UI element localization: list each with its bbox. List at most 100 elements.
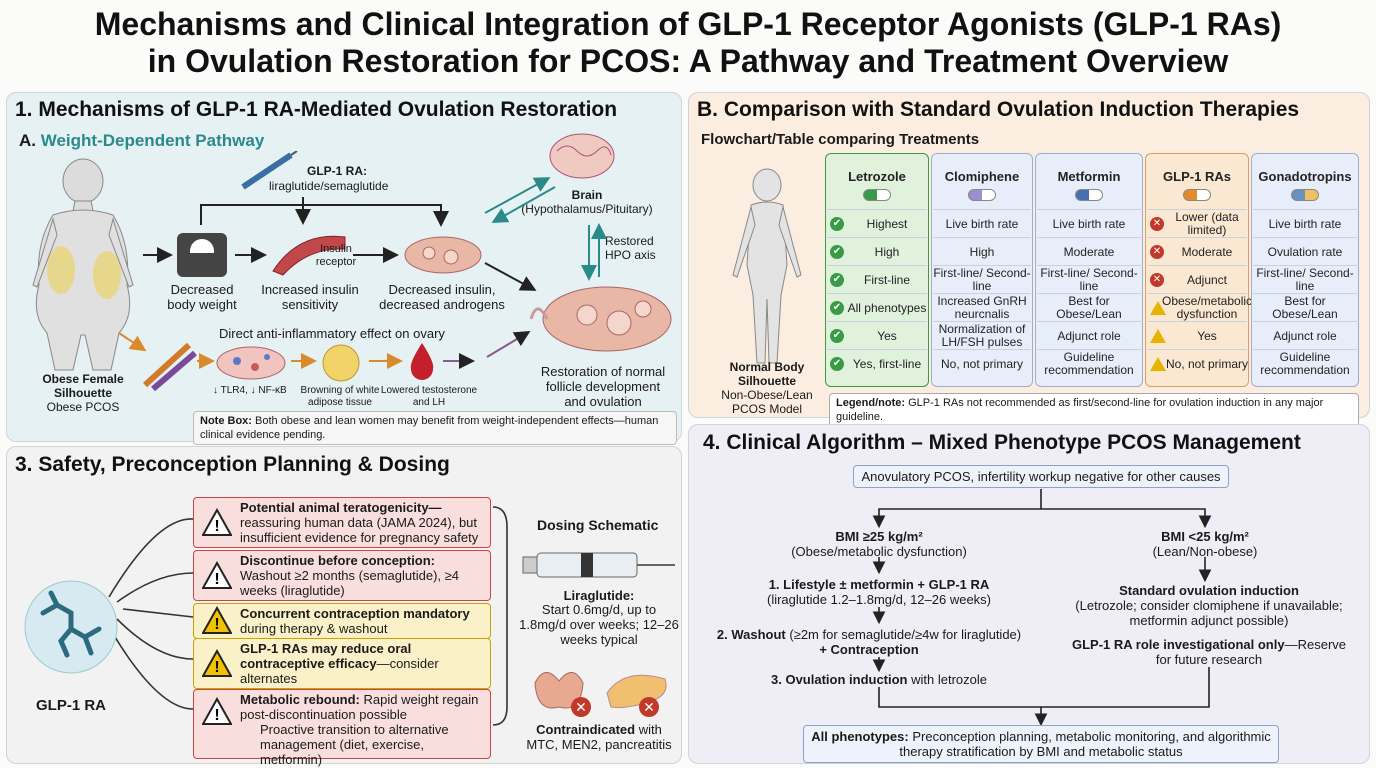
pill-icon [1291,189,1319,201]
cross-icon: ✕ [1150,217,1164,231]
table-cell: Normalization of LH/FSH pulses [938,322,1026,349]
right-step-2: GLP-1 RA role investigational only—Reser… [1071,637,1347,667]
check-icon: ✔ [830,273,844,287]
brain-icon [549,133,615,179]
cross-icon: ✕ [1150,245,1164,259]
warning-icon: ! [202,648,232,677]
ovary-follicle-icon [529,286,672,352]
table-cell: Lower (data limited) [1175,210,1239,237]
title-line-2: in Ovulation Restoration for PCOS: A Pat… [147,43,1229,79]
algorithm-start-box: Anovulatory PCOS, infertility workup neg… [853,465,1229,488]
pill-icon [968,189,996,201]
svg-text:!: ! [214,616,219,633]
row-divider [1147,293,1247,294]
algorithm-end-box: All phenotypes: Preconception planning, … [803,725,1279,763]
row-divider [933,349,1031,350]
syringe-icon [241,151,298,190]
main-title: Mechanisms and Clinical Integration of G… [0,6,1376,80]
table-header-clomiphene: Clomiphene [944,168,1020,184]
check-icon: ✔ [830,245,844,259]
cross-icon: ✕ [1150,273,1164,287]
brain-sublabel: (Hypothalamus/Pituitary) [521,202,653,216]
table-cell: Live birth rate [1052,216,1126,231]
panel-algorithm: 4. Clinical Algorithm – Mixed Phenotype … [688,424,1370,764]
row-divider [827,237,927,238]
thyroid-pancreas-icon: ✕ ✕ [534,672,667,717]
left-step-3: 3. Ovulation induction with letrozole [771,672,987,687]
check-icon: ✔ [830,329,844,343]
pill-icon [1075,189,1103,201]
muscle-icon [272,235,346,276]
table-header-metformin: Metformin [1057,168,1121,184]
table-cell: Ovulation rate [1267,244,1343,259]
ovary-icon [404,236,482,274]
table-cell: No, not primary [940,356,1024,371]
warning-oral-contraceptive: ! GLP-1 RAs may reduce oral contraceptiv… [193,638,491,689]
direct-effect-label: Direct anti-inflammatory effect on ovary [219,326,445,341]
row-divider [1037,293,1141,294]
right-step-1: Standard ovulation induction(Letrozole; … [1075,583,1343,628]
row-divider [1147,265,1247,266]
weight-pathway-label: Weight-Dependent Pathway [40,131,265,150]
panel-mechanisms: 1. Mechanisms of GLP-1 RA-Mediated Ovula… [6,92,682,445]
table-cell: Moderate [1063,244,1115,259]
note-box: Note Box: Both obese and lean women may … [193,411,677,445]
row-divider [1253,349,1357,350]
table-header-letrozole: Letrozole [848,168,906,184]
row-divider [1253,237,1357,238]
table-cell: Highest [866,216,908,231]
left-step-1: 1. Lifestyle ± metformin + GLP-1 RA(lira… [766,577,992,607]
table-header-gonadotropins: Gonadotropins [1258,168,1352,184]
row-divider [827,265,927,266]
table-cell: Yes [1197,328,1217,343]
table-cell: First-line/ Second-line [1040,266,1138,293]
svg-text:!: ! [214,571,219,588]
svg-text:!: ! [214,659,219,676]
pen-injectors-icon [142,342,197,391]
row-divider [933,237,1031,238]
rebound-transition: Proactive transition to alternative mana… [260,722,449,767]
warning-icon: ! [202,507,232,536]
table-cell: Best for Obese/Lean [1056,294,1122,321]
table-cell: Live birth rate [945,216,1019,231]
warning-teratogenicity: ! Potential animal teratogenicity—reassu… [193,497,491,548]
tlr-label: ↓ TLR4, ↓ NF-κB [213,385,287,396]
svg-text:!: ! [214,518,219,535]
warning-icon: ! [202,697,232,725]
dose-drug: Liraglutide: [563,588,635,603]
drug-label: GLP-1 RA: [307,164,367,178]
patient-sub: Obese PCOS [46,400,120,414]
row-divider [827,321,927,322]
table-cell: Best for Obese/Lean [1272,294,1338,321]
obese-female-silhouette-icon [32,158,134,371]
panel2-heading: B. Comparison with Standard Ovulation In… [697,98,1300,121]
table-cell: Yes [877,328,897,343]
panel1-heading: 1. Mechanisms of GLP-1 RA-Mediated Ovula… [15,98,618,121]
glp1-label: GLP-1 RA [35,697,106,714]
table-cell: High [969,244,995,259]
table-cell: Adjunct role [1057,328,1121,343]
hpo-label-2: HPO axis [605,248,656,262]
panel4-heading: 4. Clinical Algorithm – Mixed Phenotype … [703,431,1301,454]
check-icon: ✔ [830,301,844,315]
hpo-label-1: Restored [605,234,654,248]
row-divider [827,209,927,210]
svg-text:✕: ✕ [643,699,655,715]
warning-icon [1150,357,1166,371]
table-cell: Guideline recommendation [1044,350,1134,377]
ovary-cells-icon [216,346,286,380]
warning-icon: ! [202,560,232,589]
check-icon: ✔ [830,357,844,371]
title-line-1: Mechanisms and Clinical Integration of G… [94,6,1282,42]
svg-text:!: ! [214,707,219,724]
pill-icon [1183,189,1211,201]
row-divider [933,265,1031,266]
